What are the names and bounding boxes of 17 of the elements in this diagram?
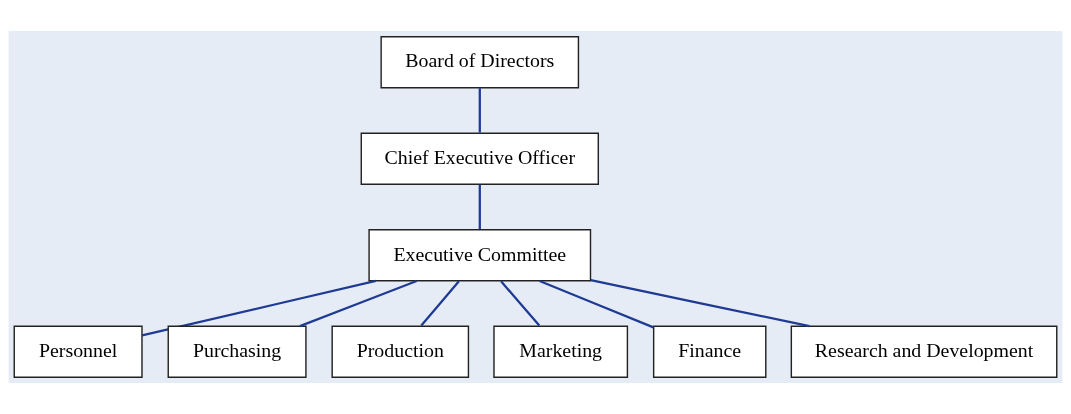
connector [299, 280, 418, 328]
connector [539, 280, 654, 329]
connector [478, 88, 481, 133]
node-box: Finance [652, 325, 767, 379]
node-box: Research and Development [790, 325, 1058, 379]
connector [590, 278, 810, 328]
connector [478, 184, 481, 230]
node-box: Marketing [493, 325, 629, 379]
node-box: Purchasing [167, 325, 307, 379]
connector [420, 280, 460, 327]
node-box: Production [331, 325, 470, 379]
node-box: Board of Directors [380, 35, 580, 89]
node-box: Executive Committee [368, 229, 592, 282]
node-box: Chief Executive Officer [360, 132, 599, 185]
node-box: Personnel [13, 325, 143, 379]
connector [500, 280, 541, 327]
connector [141, 279, 377, 337]
